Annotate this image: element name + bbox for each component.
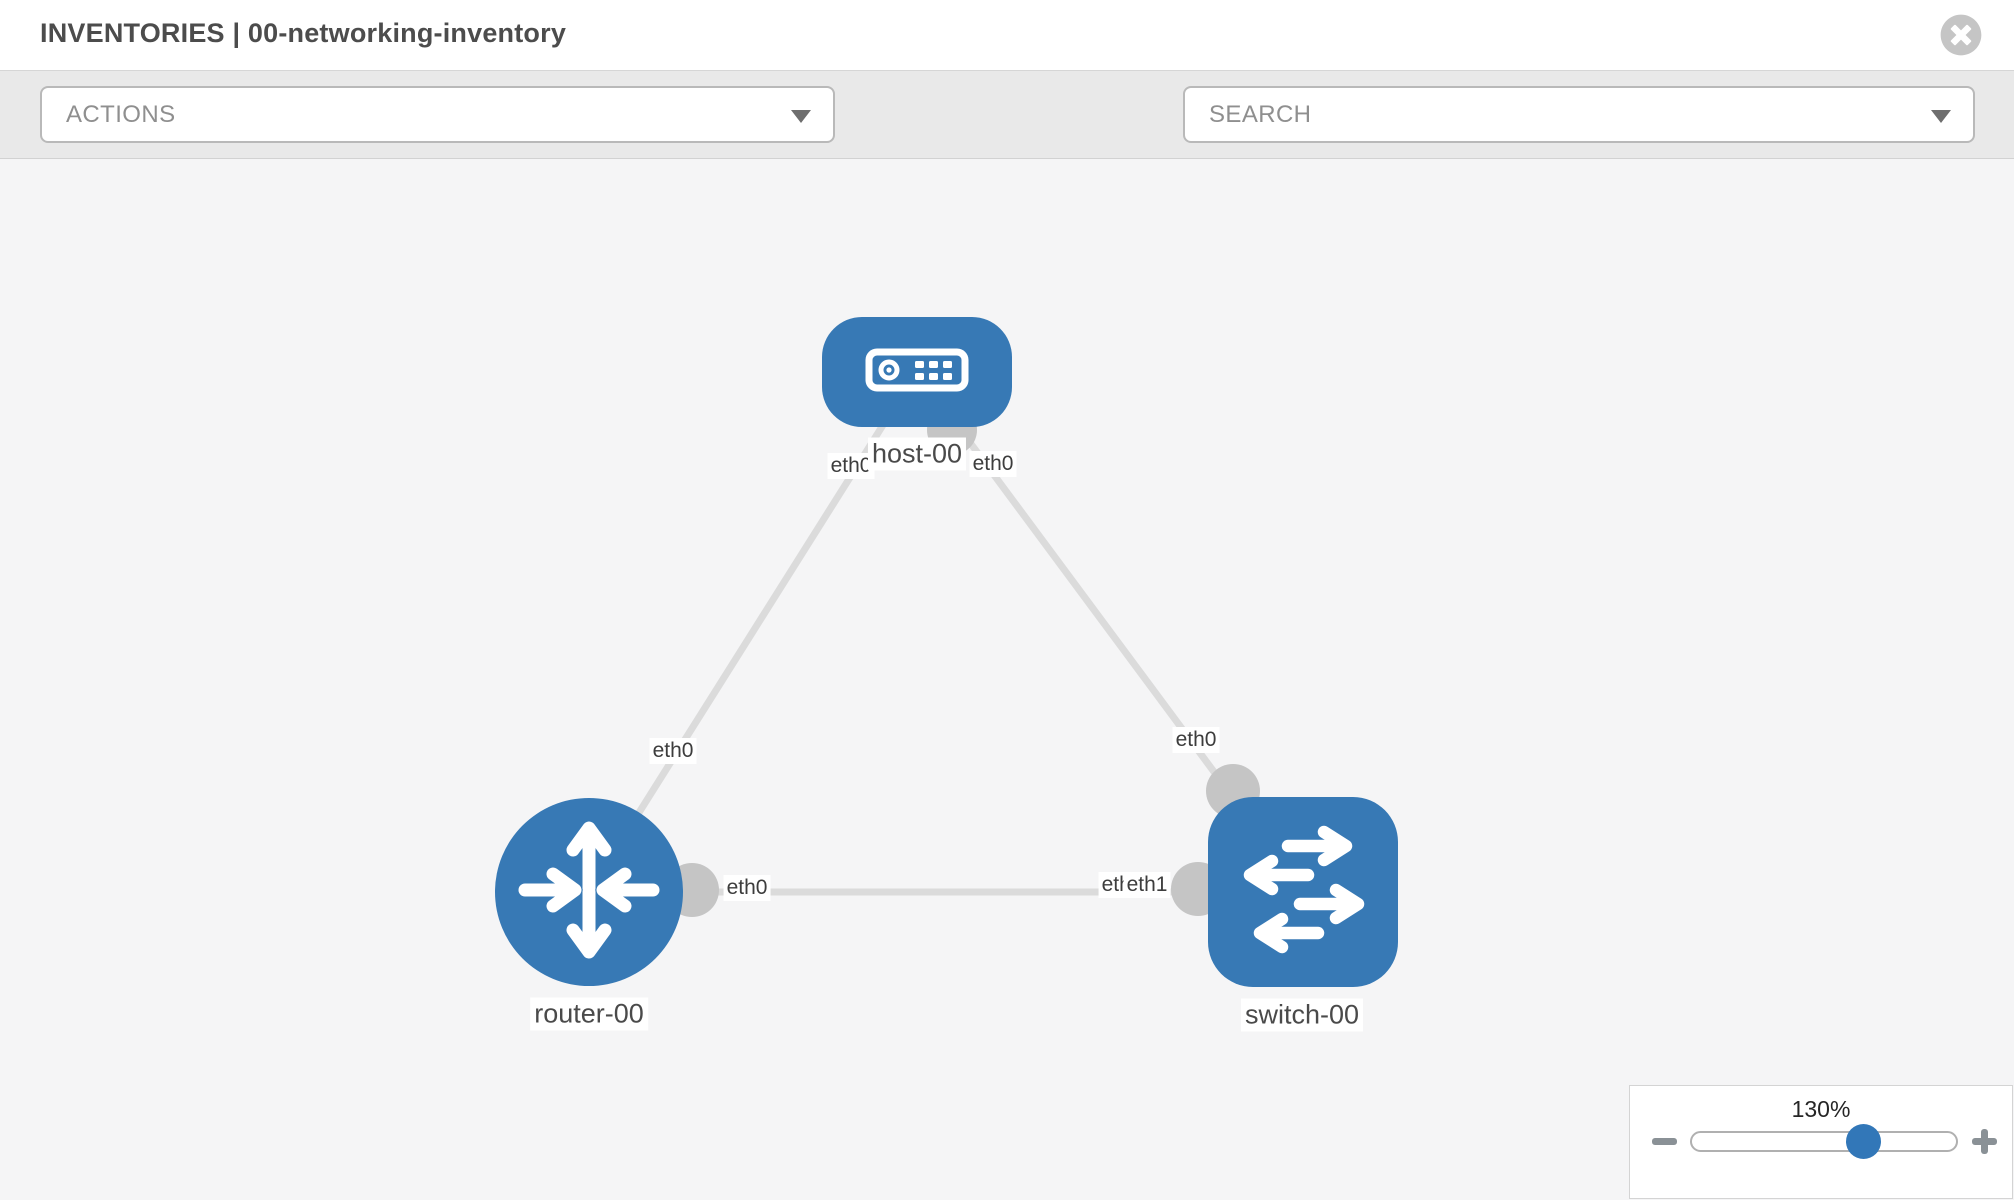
node-label-host-00: host-00 [867, 437, 967, 471]
interface-label: eth0 [649, 738, 697, 764]
close-button[interactable] [1940, 14, 1982, 56]
zoom-panel: 130% [1629, 1085, 2013, 1199]
toolbar: ACTIONS SEARCH [0, 71, 2014, 206]
host-icon [865, 348, 969, 397]
interface-label: eth0 [1172, 727, 1220, 753]
search-dropdown-label: SEARCH [1209, 100, 1312, 128]
search-dropdown[interactable]: SEARCH [1183, 86, 1975, 143]
node-router-00[interactable] [495, 798, 683, 986]
chevron-down-icon [791, 110, 811, 123]
chevron-down-icon [1931, 110, 1951, 123]
actions-dropdown-label: ACTIONS [66, 100, 176, 128]
actions-dropdown[interactable]: ACTIONS [40, 86, 835, 143]
zoom-slider-handle[interactable] [1846, 1124, 1881, 1159]
router-icon [495, 796, 683, 989]
interface-label: eth0 [969, 451, 1017, 477]
node-label-router-00: router-00 [530, 997, 648, 1031]
switch-icon [1208, 795, 1398, 990]
zoom-in-button[interactable] [1972, 1129, 1997, 1154]
interface-label: eth0 [827, 453, 875, 479]
topology-canvas[interactable]: host-00 router-00 switch-00 eth0 eth0 eth0… [0, 159, 2014, 1200]
node-host-00[interactable] [822, 317, 1012, 427]
close-icon [1940, 14, 1982, 60]
zoom-level: 130% [1791, 1096, 1851, 1122]
topology-links [586, 368, 1306, 917]
page-title: INVENTORIES | 00-networking-inventory [40, 18, 567, 48]
node-switch-00[interactable] [1208, 797, 1398, 987]
interface-label: eth1 [1123, 872, 1171, 898]
zoom-out-button[interactable] [1652, 1138, 1677, 1145]
interface-label: eth0 [723, 875, 771, 901]
node-label-switch-00: switch-00 [1240, 998, 1364, 1032]
header: INVENTORIES | 00-networking-inventory [0, 0, 2014, 71]
zoom-slider[interactable] [1690, 1124, 1958, 1159]
